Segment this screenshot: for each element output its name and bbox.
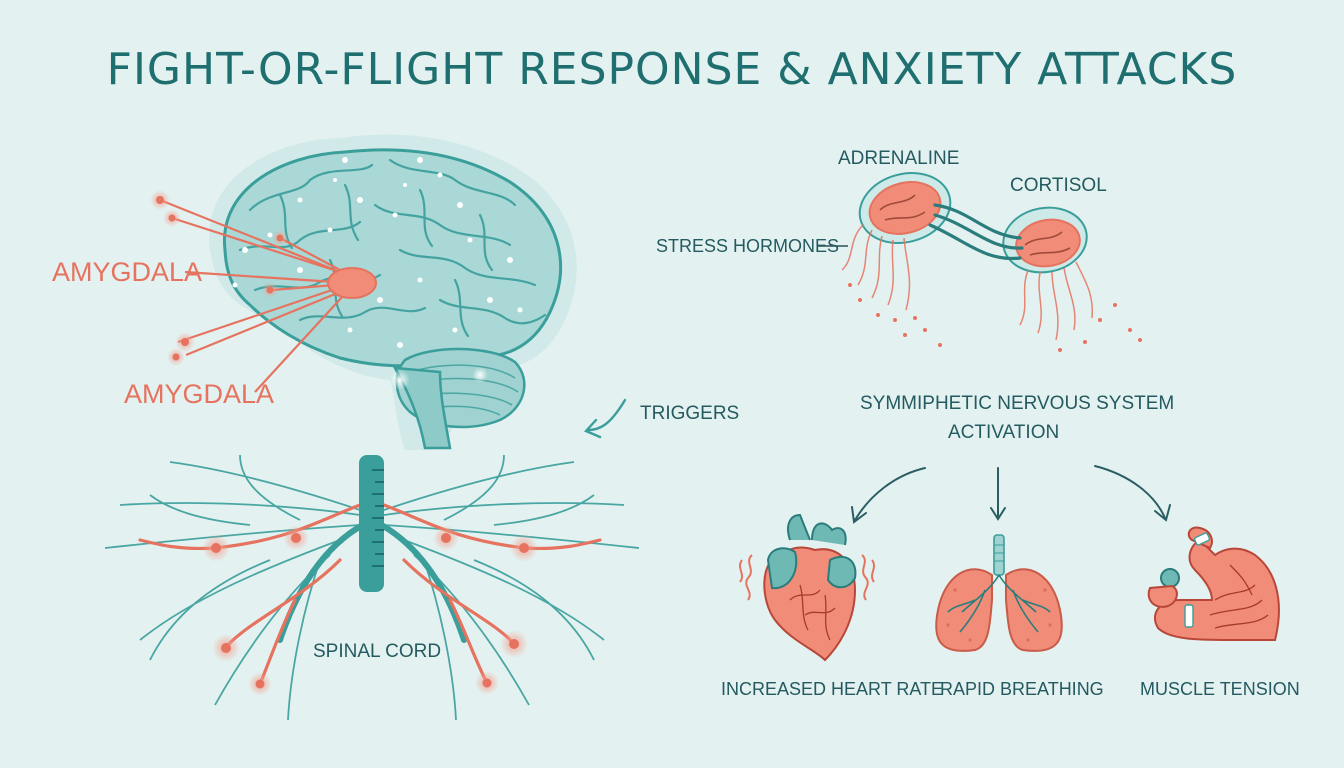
spinal-cord-nerves	[104, 454, 640, 721]
muscle-tension-label: MUSCLE TENSION	[1140, 679, 1300, 699]
sympathetic-label-line1: SYMMIPHETIC NERVOUS SYSTEM	[860, 393, 1175, 414]
flexed-arm-icon	[1147, 526, 1280, 641]
adrenaline-label: ADRENALINE	[838, 148, 960, 169]
heart-icon	[739, 513, 875, 662]
triggers-label: TRIGGERS	[640, 403, 740, 424]
brain-illustration	[209, 134, 577, 451]
stress-hormones-label: STRESS HORMONES	[656, 236, 840, 256]
amygdala-structure	[150, 190, 377, 393]
page-title: FIGHT-OR-FLIGHT RESPONSE & ANXIETY ATTAC…	[106, 44, 1238, 95]
heart-rate-label: INCREASED HEART RATE	[721, 679, 944, 699]
activation-arrows	[851, 465, 1171, 524]
cortisol-label: CORTISOL	[1010, 175, 1107, 196]
adrenal-glands	[818, 172, 1142, 352]
breathing-label: RAPID BREATHING	[940, 679, 1104, 699]
triggers-arrow-icon	[583, 398, 627, 439]
amygdala-label-upper: AMYGDALA	[52, 257, 203, 287]
lungs-icon	[935, 534, 1063, 652]
sympathetic-label-line2: ACTIVATION	[948, 422, 1060, 443]
amygdala-label-lower: AMYGDALA	[124, 379, 275, 409]
spinal-cord-label: SPINAL CORD	[313, 641, 442, 662]
